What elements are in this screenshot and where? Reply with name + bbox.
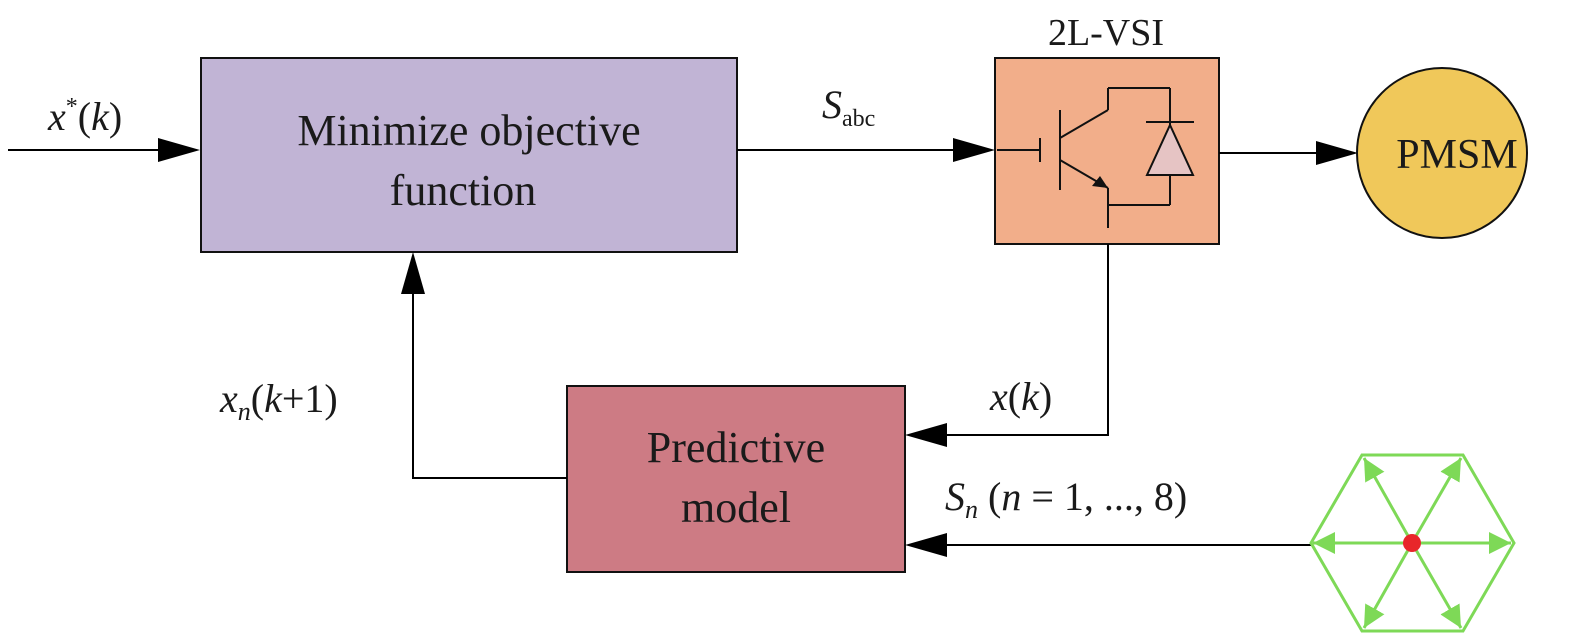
inverter-to-motor-arrow (1219, 141, 1358, 165)
measured-state-arrow (905, 244, 1109, 447)
inverter-title: 2L-VSI (1048, 12, 1164, 54)
pmsm-label: PMSM (1396, 132, 1517, 178)
predictive-model-line2: model (681, 483, 791, 532)
predicted-state-label: xn(k+1) (219, 376, 338, 426)
diode-symbol (1145, 121, 1195, 176)
reference-signal-label: x*(k) (47, 94, 122, 139)
candidate-vectors-arrow (905, 533, 1312, 557)
switching-signal-arrow (737, 138, 995, 162)
predictive-model-line1: Predictive (647, 423, 825, 472)
pmsm-motor (1356, 67, 1528, 239)
zero-vector-dot (1403, 534, 1421, 552)
objective-function-line2: function (390, 166, 537, 215)
predicted-state-arrow (401, 252, 567, 479)
voltage-vector-hexagon-icon (1309, 453, 1516, 633)
objective-function-block (200, 57, 738, 253)
reference-signal-arrow (8, 138, 200, 162)
predictive-model-block (566, 385, 906, 573)
measured-state-label: x(k) (989, 374, 1052, 419)
candidate-vectors-label: Sn (n = 1, ..., 8) (945, 474, 1187, 524)
objective-function-line1: Minimize objective (297, 106, 640, 155)
igbt-emitter-arrow (1092, 176, 1108, 188)
switching-signal-label: Sabc (822, 82, 875, 132)
